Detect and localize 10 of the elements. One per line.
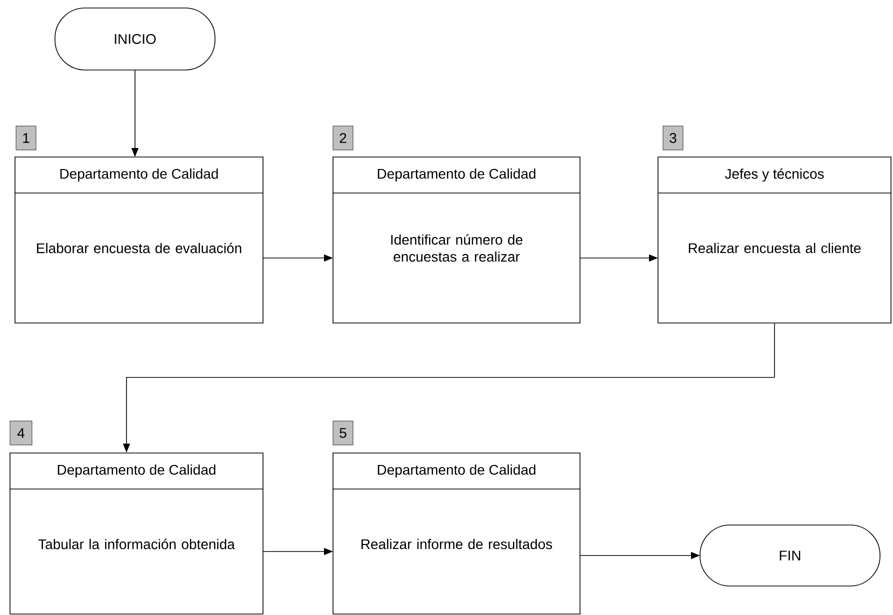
step-number: 1 [16,126,36,150]
step-number: 4 [10,420,32,446]
process-box: Departamento de Calidad Tabular la información obtenida [10,452,264,614]
process-box: Jefes y técnicos Realizar encuesta al cliente [658,156,892,324]
step-number: 2 [332,126,354,150]
step-number: 5 [332,420,354,446]
process-box: Departamento de Calidad Identificar número de encuestas a realizar [332,156,580,324]
step-number: 3 [662,126,684,150]
process-box: Departamento de Calidad Elaborar encuesta de evaluación [14,156,264,324]
process-box: Departamento de Calidad Realizar informe de resultados [332,452,580,614]
